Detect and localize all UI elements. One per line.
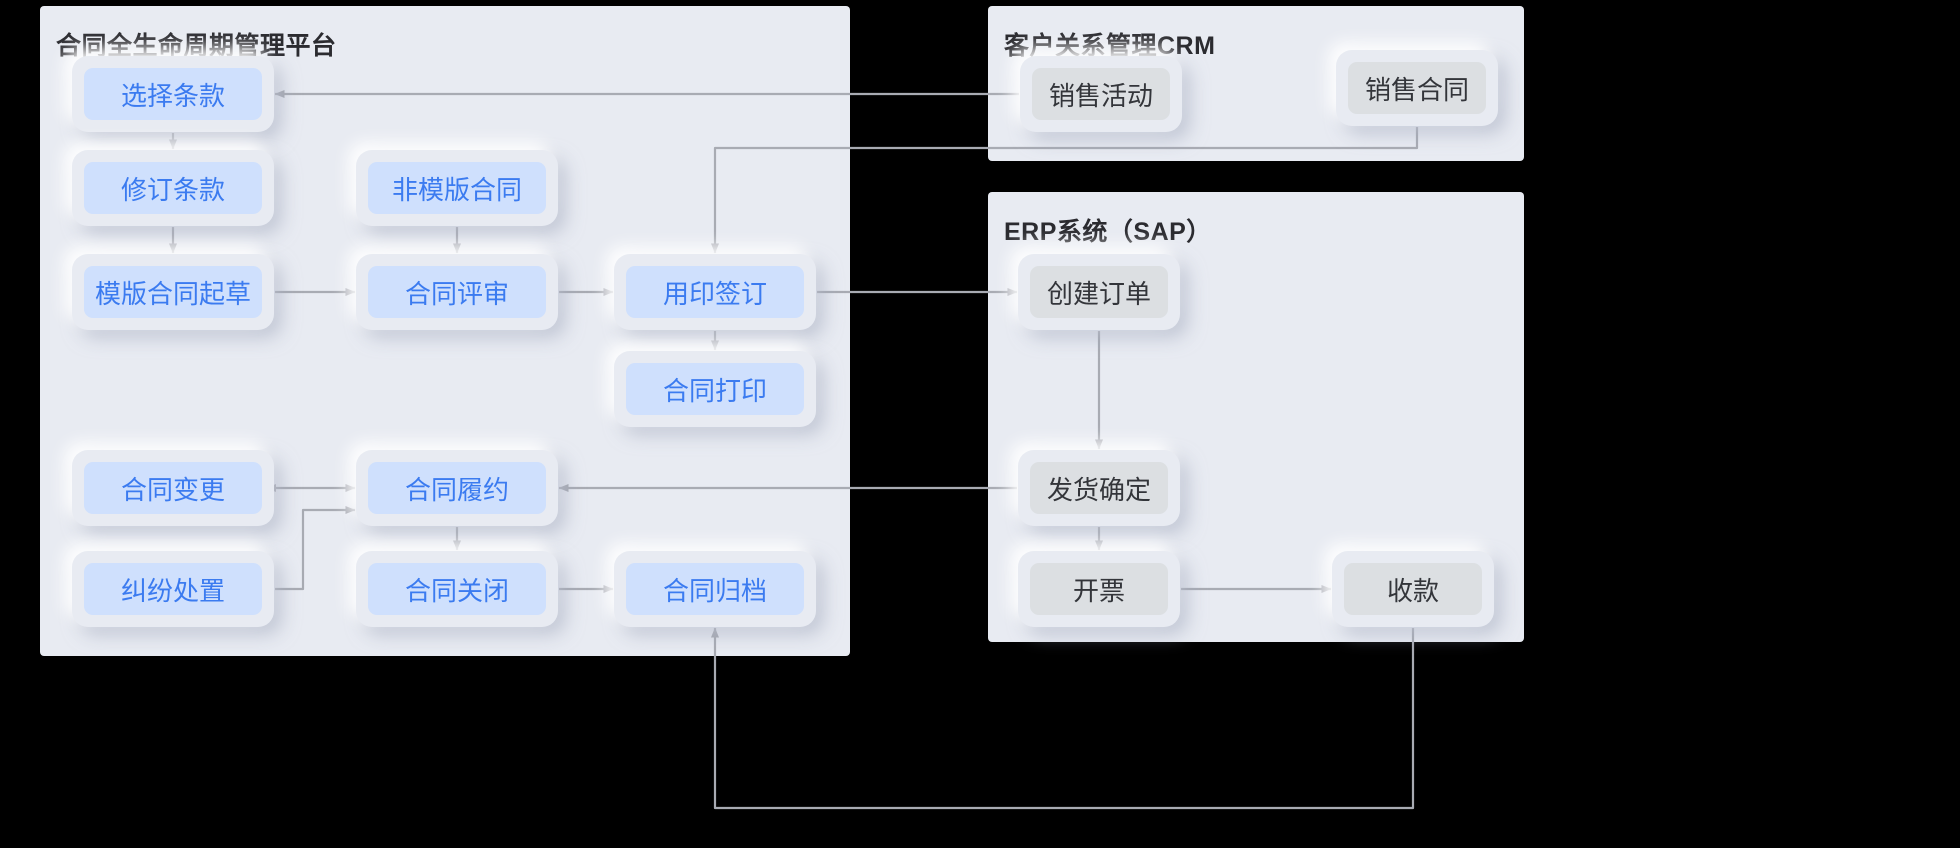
panel-title-erp: ERP系统（SAP） [1004, 218, 1212, 246]
node-n6[interactable]: 用印签订 [626, 266, 804, 318]
node-n12[interactable]: 合同归档 [626, 563, 804, 615]
node-n1[interactable]: 选择条款 [84, 68, 262, 120]
node-e3[interactable]: 开票 [1030, 563, 1168, 615]
node-n7[interactable]: 合同打印 [626, 363, 804, 415]
node-n8[interactable]: 合同变更 [84, 462, 262, 514]
node-n4[interactable]: 非模版合同 [368, 162, 546, 214]
node-n11[interactable]: 合同关闭 [368, 563, 546, 615]
node-n10[interactable]: 纠纷处置 [84, 563, 262, 615]
panel-title-clm: 合同全生命周期管理平台 [56, 32, 337, 60]
node-n2[interactable]: 修订条款 [84, 162, 262, 214]
node-e4[interactable]: 收款 [1344, 563, 1482, 615]
node-e1[interactable]: 创建订单 [1030, 266, 1168, 318]
node-n3[interactable]: 模版合同起草 [84, 266, 262, 318]
node-n9[interactable]: 合同履约 [368, 462, 546, 514]
node-n5[interactable]: 合同评审 [368, 266, 546, 318]
node-c1[interactable]: 销售活动 [1032, 68, 1170, 120]
node-e2[interactable]: 发货确定 [1030, 462, 1168, 514]
panel-title-crm: 客户关系管理CRM [1004, 32, 1216, 60]
node-c2[interactable]: 销售合同 [1348, 62, 1486, 114]
